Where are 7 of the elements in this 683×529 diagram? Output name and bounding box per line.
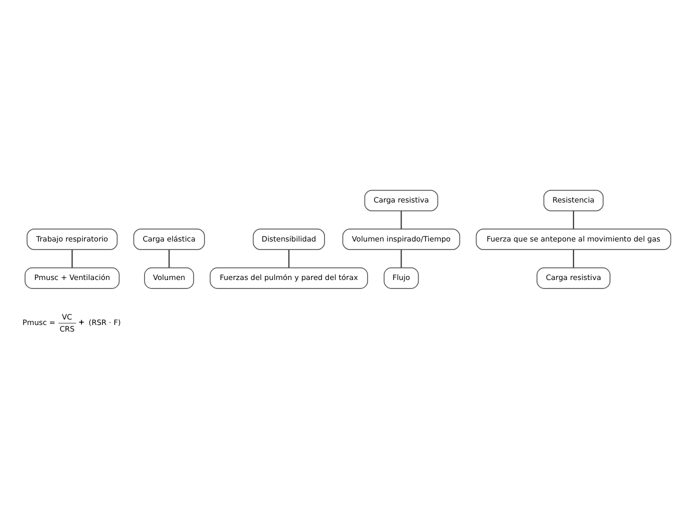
connector: [72, 249, 73, 268]
connector: [400, 210, 402, 228]
connector: [572, 249, 574, 268]
connector: [572, 210, 574, 228]
connector: [288, 249, 290, 268]
connector: [400, 249, 402, 268]
connector: [168, 249, 170, 268]
